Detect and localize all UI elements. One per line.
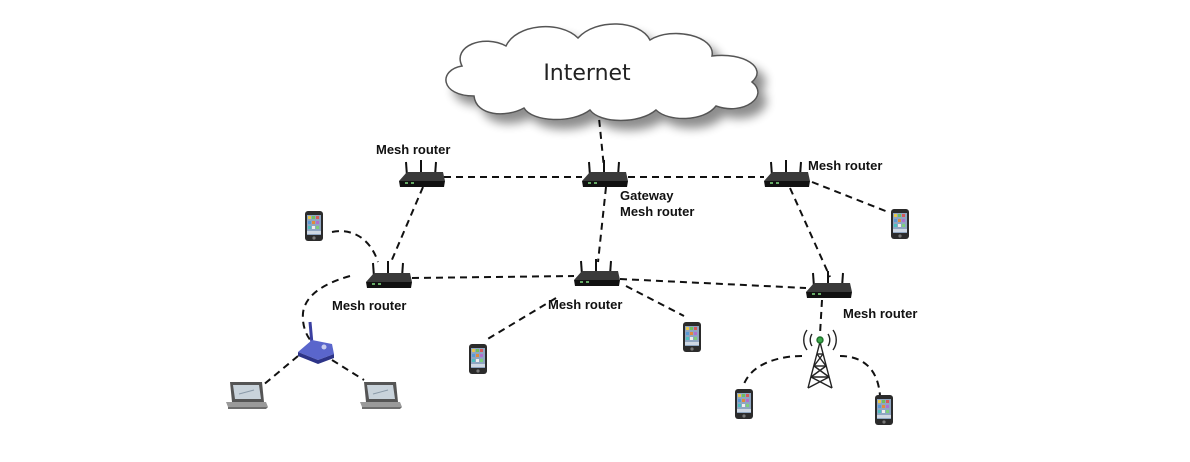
- network-links: [261, 107, 889, 397]
- router-top-right-label: Mesh router: [808, 158, 882, 173]
- link-mid-center-mid-right: [619, 278, 807, 289]
- router-top-left-label: Mesh router: [376, 142, 450, 157]
- gateway-label-line1: Gateway: [620, 188, 674, 203]
- link-gateway-mid-center: [597, 186, 607, 263]
- router-mid-left-label: Mesh router: [332, 298, 406, 313]
- phone-icon: [735, 389, 753, 419]
- phone-icon: [305, 211, 323, 241]
- link-top-right-mid-right: [789, 187, 831, 278]
- router-icon: [805, 270, 853, 299]
- router-icon: [398, 159, 446, 188]
- cell-tower-icon: [803, 329, 837, 389]
- link-phone-mid-left: [331, 230, 379, 263]
- phone-icon: [469, 344, 487, 374]
- link-mid-center-phone-left: [485, 297, 557, 341]
- router-mid-right-label: Mesh router: [843, 306, 917, 321]
- router-icon: [365, 260, 413, 289]
- link-access-point-laptop-left: [261, 355, 299, 387]
- internet-label: Internet: [543, 61, 631, 86]
- link-mid-left-access-point: [301, 275, 351, 342]
- router-mid-center-label: Mesh router: [548, 297, 622, 312]
- laptop-icon: [359, 381, 403, 410]
- link-mid-right-tower: [819, 299, 823, 335]
- internet-cloud: [445, 23, 759, 122]
- link-top-right-phone: [811, 181, 889, 213]
- gateway-router-icon: [581, 159, 629, 188]
- phone-icon: [875, 395, 893, 425]
- access-point-icon: [298, 321, 334, 364]
- gateway-label-line2: Mesh router: [620, 204, 694, 219]
- router-icon: [763, 159, 811, 188]
- link-tower-phone-right: [839, 355, 881, 397]
- phone-icon: [683, 322, 701, 352]
- router-icon: [573, 258, 621, 287]
- cloud-icon: [445, 23, 759, 122]
- laptop-icon: [225, 381, 269, 410]
- link-top-left-mid-left: [390, 186, 424, 263]
- link-access-point-laptop-right: [331, 359, 365, 381]
- link-internet-gateway: [597, 107, 605, 169]
- link-mid-center-phone-right: [625, 285, 685, 317]
- phone-icon: [891, 209, 909, 239]
- link-mid-left-mid-center: [411, 275, 575, 279]
- link-tower-phone-left: [743, 355, 803, 385]
